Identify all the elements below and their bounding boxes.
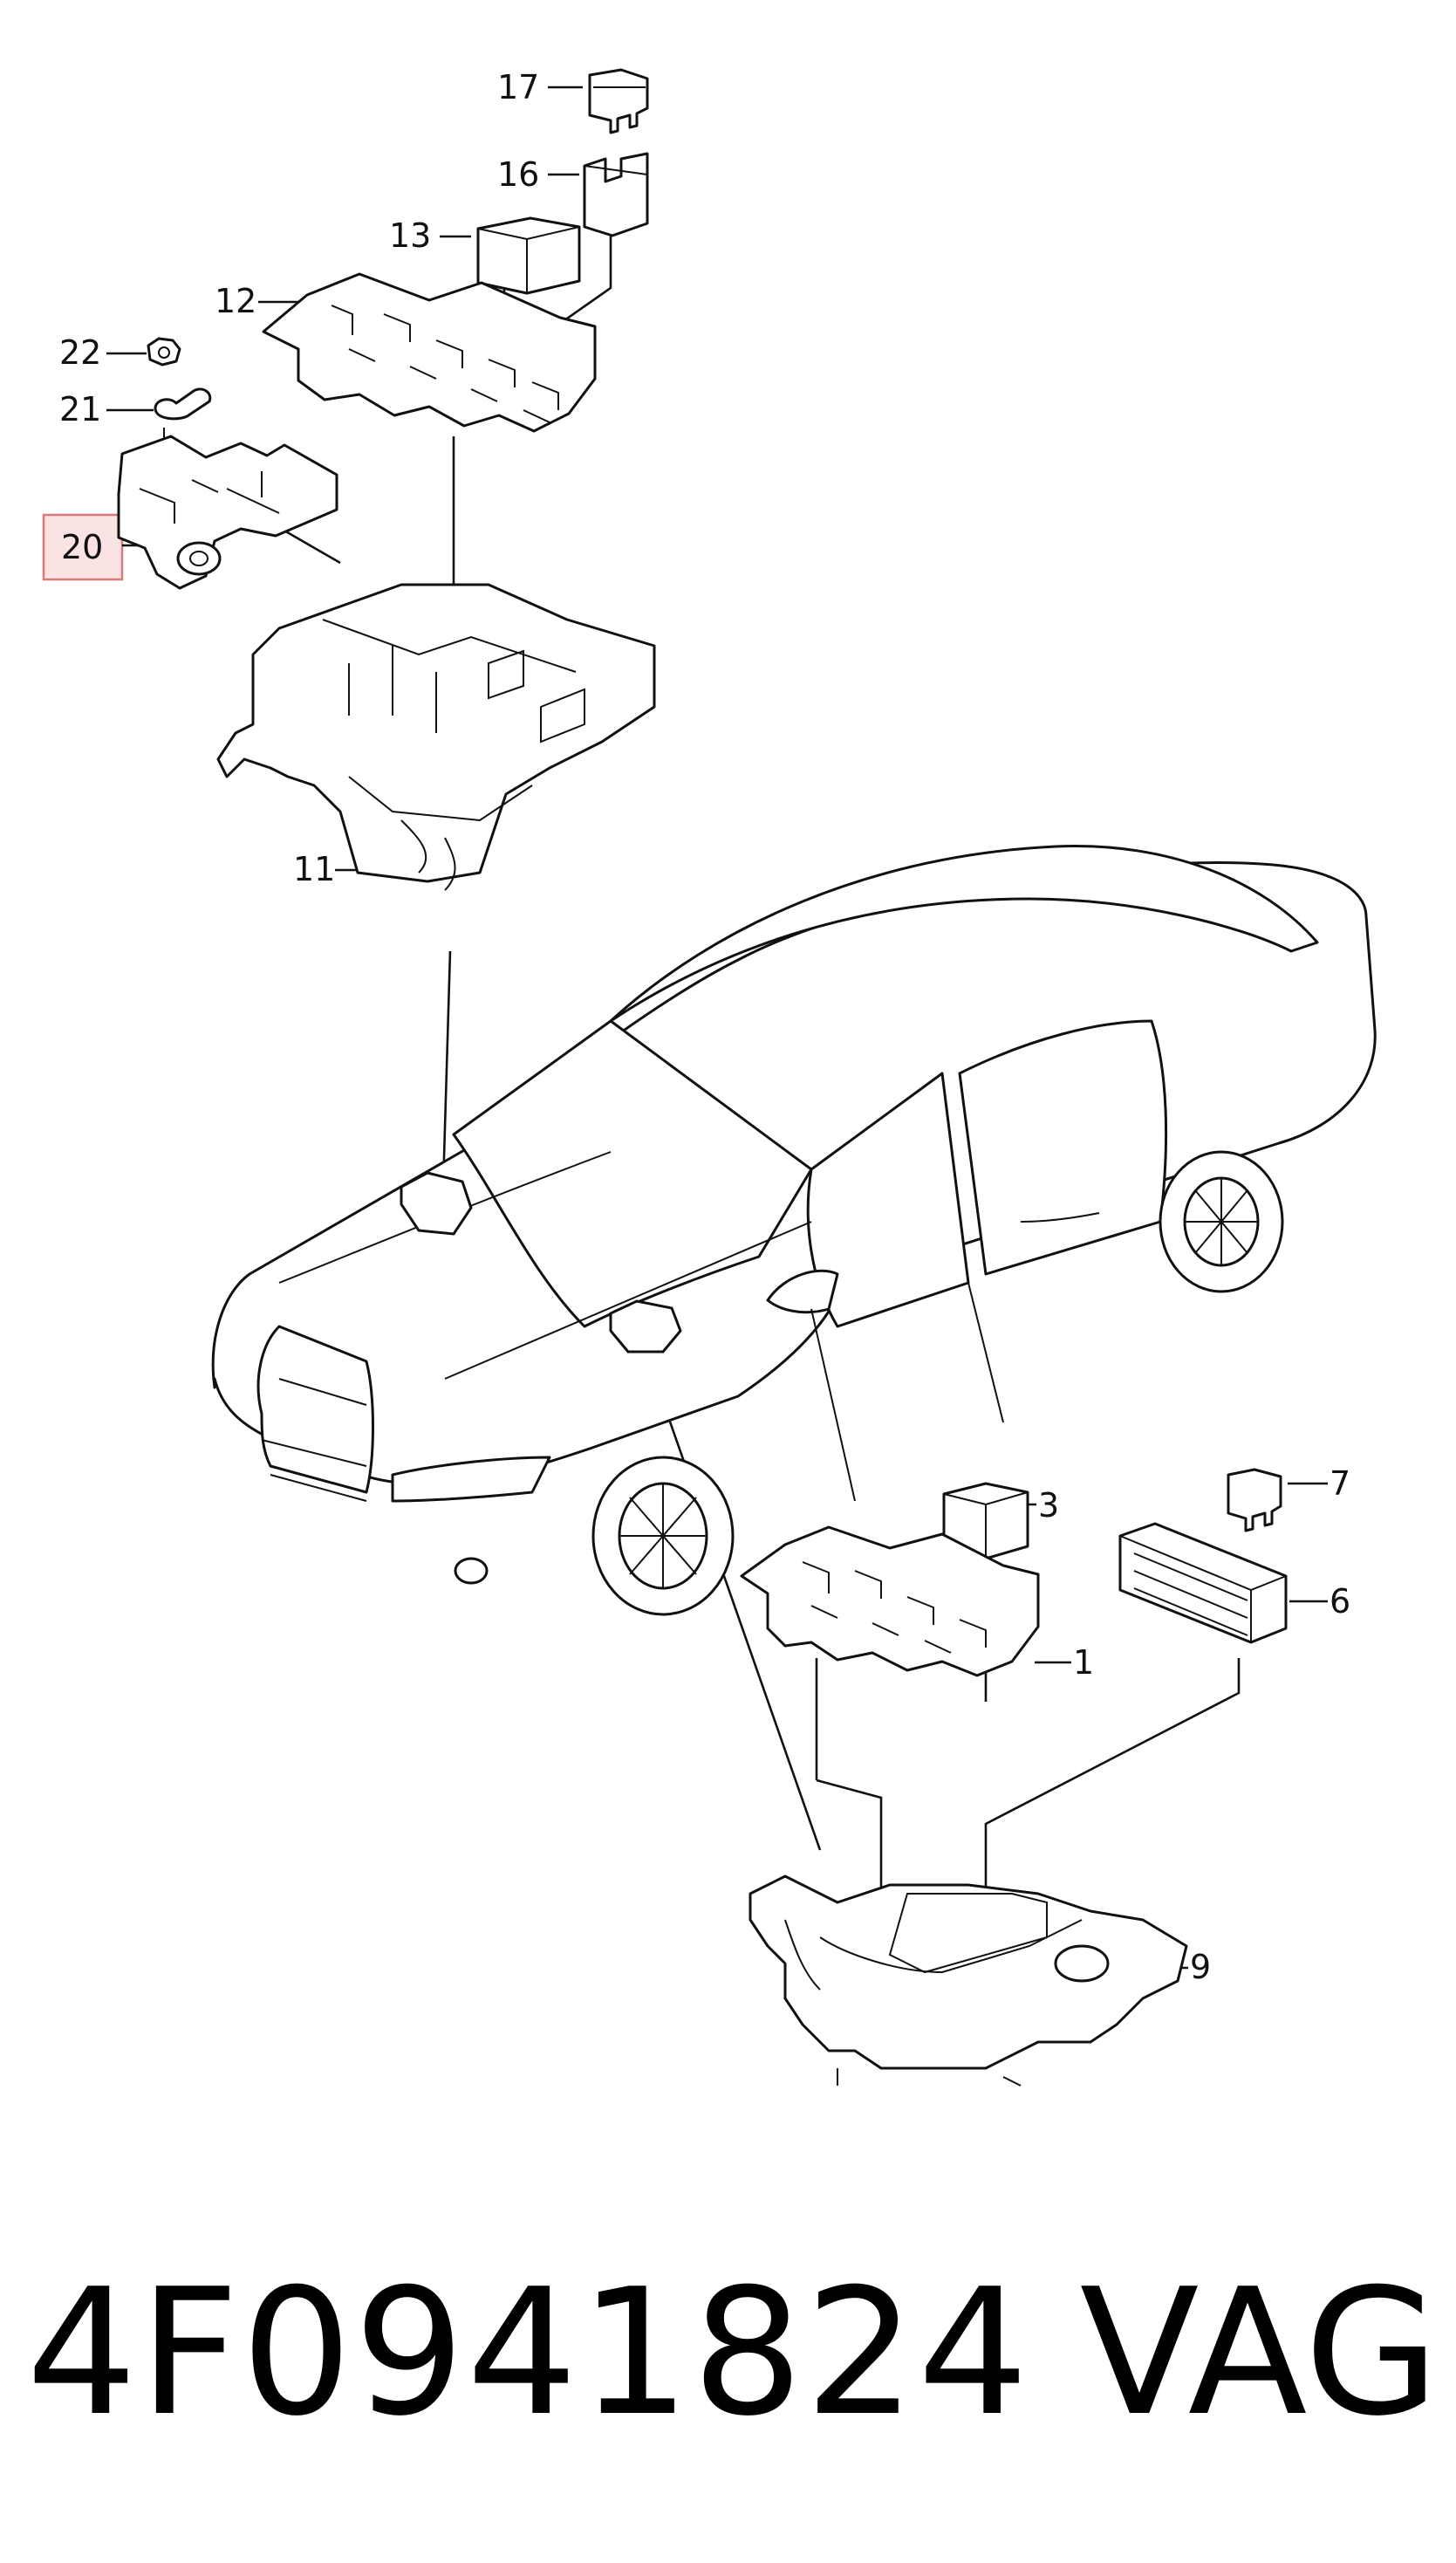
callout-13-label: 13 (389, 216, 431, 255)
ebox-base-part-9 (749, 1874, 1188, 2087)
brand-label: VAG (1079, 2251, 1439, 2455)
callout-16-label: 16 (497, 155, 539, 194)
callout-3-label: 3 (1038, 1486, 1059, 1525)
relay-carrier-part-12 (262, 272, 597, 433)
callout-1-label: 1 (1073, 1643, 1094, 1682)
callout-20-highlight (42, 513, 124, 581)
nut-part-22 (147, 337, 181, 367)
fuse-block-part-6 (1118, 1522, 1288, 1644)
callout-22-label: 22 (59, 333, 101, 372)
ebox-housing-part-11 (216, 583, 656, 891)
callout-12-label: 12 (215, 282, 256, 320)
car-illustration (211, 844, 1377, 1616)
callout-9-label: 9 (1190, 1948, 1211, 1986)
relay-part-13 (476, 216, 581, 295)
callout-7-label: 7 (1330, 1464, 1350, 1503)
callout-11-label: 11 (293, 850, 335, 888)
fuse-part-7 (1227, 1468, 1282, 1532)
relay-carrier-part-1 (740, 1525, 1040, 1677)
fuse-part-17 (588, 68, 649, 134)
callout-6-label: 6 (1330, 1582, 1350, 1621)
callout-20-label: 20 (61, 528, 103, 566)
part-number: 4F0941824 (26, 2251, 1031, 2455)
clip-part-16 (583, 152, 649, 237)
footer: 4F0941824 VAG (26, 2251, 1439, 2478)
fuse-holder-part-20 (117, 435, 338, 590)
callout-17-label: 17 (497, 68, 539, 106)
callout-21-label: 21 (59, 390, 101, 428)
